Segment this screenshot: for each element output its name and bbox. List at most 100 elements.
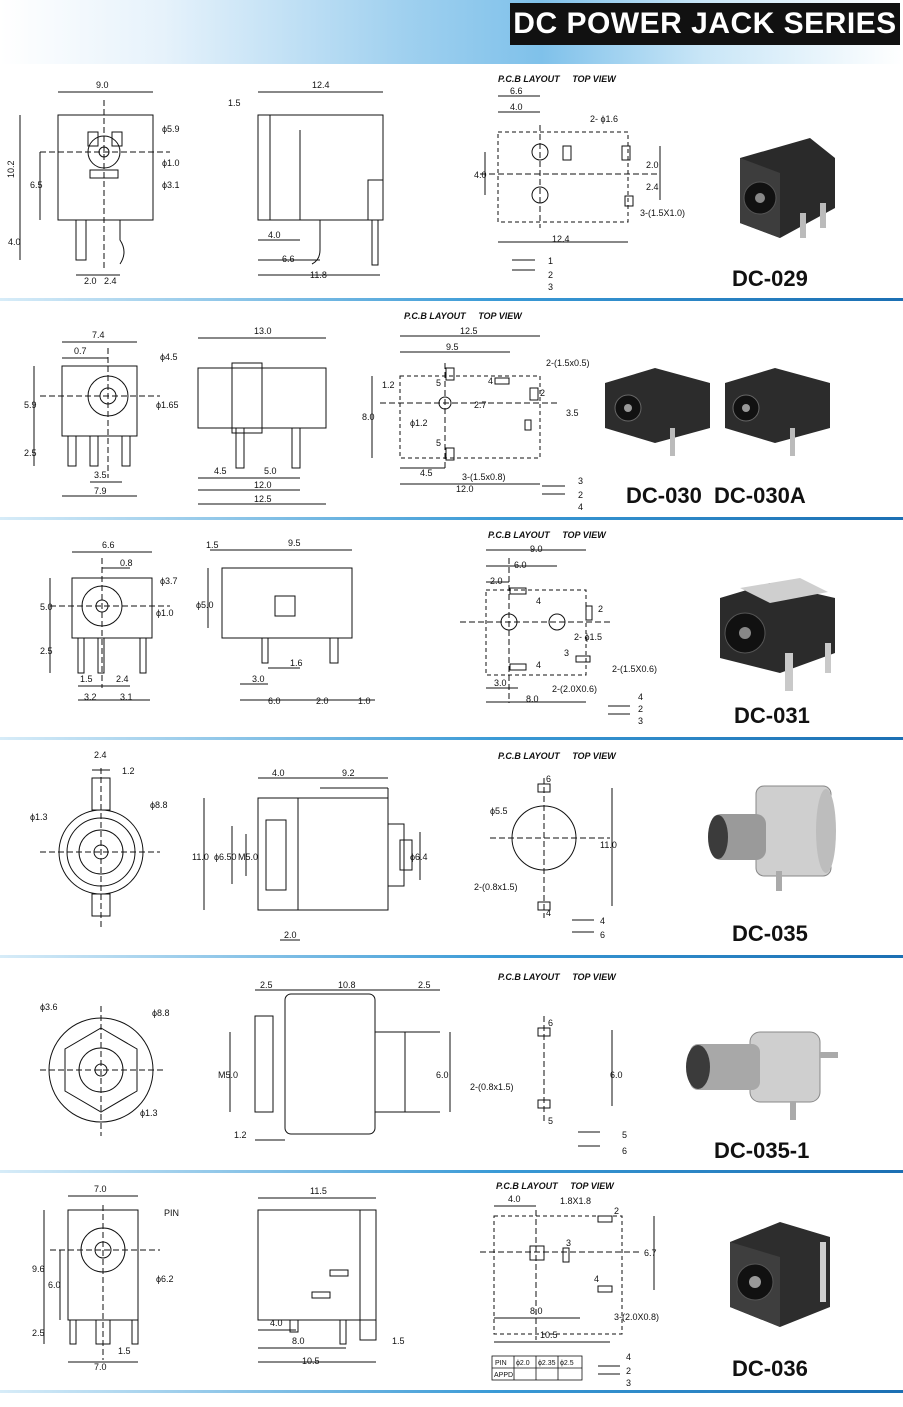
svg-text:3.5: 3.5 [566, 408, 579, 418]
svg-text:3.1: 3.1 [120, 692, 133, 702]
pcb-heading-5: P.C.B LAYOUT TOP VIEW [498, 972, 616, 982]
svg-text:4.0: 4.0 [272, 768, 285, 778]
svg-text:11.0: 11.0 [192, 852, 209, 862]
svg-text:ϕ1.65: ϕ1.65 [156, 400, 179, 410]
svg-text:8.0: 8.0 [530, 1306, 543, 1316]
model-label-dc-029: DC-029 [732, 266, 808, 291]
svg-text:6: 6 [600, 930, 605, 940]
svg-text:2- ϕ1.6: 2- ϕ1.6 [590, 114, 618, 124]
svg-text:3: 3 [566, 1238, 571, 1248]
svg-text:6.6: 6.6 [510, 86, 523, 96]
svg-text:0.8: 0.8 [120, 558, 133, 568]
svg-text:4.0: 4.0 [474, 170, 487, 180]
svg-text:2: 2 [578, 490, 583, 500]
svg-text:4: 4 [488, 376, 493, 386]
svg-text:ϕ1.0: ϕ1.0 [156, 608, 174, 618]
svg-text:8.0: 8.0 [292, 1336, 305, 1346]
svg-text:6.6: 6.6 [282, 254, 295, 264]
svg-text:9.5: 9.5 [288, 538, 301, 548]
svg-text:13.0: 13.0 [254, 326, 272, 336]
svg-text:1.8X1.8: 1.8X1.8 [560, 1196, 591, 1206]
svg-text:4.0: 4.0 [508, 1194, 521, 1204]
svg-text:5.0: 5.0 [40, 602, 53, 612]
svg-text:4: 4 [546, 908, 551, 918]
svg-text:PIN: PIN [164, 1208, 179, 1218]
svg-text:2-(2.0X0.6): 2-(2.0X0.6) [552, 684, 597, 694]
svg-text:6.0: 6.0 [48, 1280, 61, 1290]
pin-table-cell: APPD [494, 1372, 513, 1379]
svg-text:2- ϕ1.5: 2- ϕ1.5 [574, 632, 602, 642]
svg-text:2.5: 2.5 [24, 448, 37, 458]
svg-text:3-(1.5x0.8): 3-(1.5x0.8) [462, 472, 506, 482]
svg-text:5.9: 5.9 [24, 400, 37, 410]
section-divider-3 [0, 737, 903, 740]
svg-text:2.4: 2.4 [94, 750, 107, 760]
pin-table-cell: ϕ2.35 [538, 1360, 556, 1367]
svg-text:4: 4 [536, 660, 541, 670]
svg-text:1.5: 1.5 [80, 674, 93, 684]
section-divider-4 [0, 955, 903, 958]
pin-table-cell: ϕ2.5 [560, 1360, 574, 1367]
svg-text:4.0: 4.0 [270, 1318, 283, 1328]
product-photo-dc-029 [740, 138, 835, 238]
svg-text:1.2: 1.2 [234, 1130, 247, 1140]
svg-text:12.5: 12.5 [460, 326, 478, 336]
svg-text:10.5: 10.5 [540, 1330, 558, 1340]
svg-text:3-(2.0X0.8): 3-(2.0X0.8) [614, 1312, 659, 1322]
svg-text:6.0: 6.0 [514, 560, 527, 570]
svg-text:ϕ6.50: ϕ6.50 [214, 852, 237, 862]
svg-text:12.4: 12.4 [552, 234, 570, 244]
svg-text:9.6: 9.6 [32, 1264, 45, 1274]
svg-text:ϕ1.0: ϕ1.0 [162, 158, 180, 168]
svg-text:2: 2 [626, 1366, 631, 1376]
pcb-heading-1: P.C.B LAYOUT TOP VIEW [498, 74, 616, 84]
svg-text:12.0: 12.0 [456, 484, 474, 494]
model-label-dc-030: DC-030 DC-030A [626, 483, 806, 508]
pcb-heading-2: P.C.B LAYOUT TOP VIEW [404, 311, 522, 321]
svg-text:9.2: 9.2 [342, 768, 355, 778]
svg-text:4.0: 4.0 [510, 102, 523, 112]
svg-text:ϕ4.5: ϕ4.5 [160, 352, 178, 362]
svg-text:3: 3 [638, 716, 643, 726]
product-photo-dc-031 [720, 578, 835, 691]
svg-text:ϕ5.0: ϕ5.0 [196, 600, 214, 610]
svg-text:6.7: 6.7 [644, 1248, 657, 1258]
svg-text:2.4: 2.4 [646, 182, 659, 192]
svg-text:1.5: 1.5 [206, 540, 219, 550]
svg-text:ϕ1.3: ϕ1.3 [140, 1108, 158, 1118]
svg-text:10.5: 10.5 [302, 1356, 320, 1366]
svg-text:4.0: 4.0 [268, 230, 281, 240]
svg-text:2.5: 2.5 [40, 646, 53, 656]
svg-text:7.9: 7.9 [94, 486, 107, 496]
svg-text:7.4: 7.4 [92, 330, 105, 340]
svg-text:4: 4 [594, 1274, 599, 1284]
svg-text:2.7: 2.7 [474, 400, 487, 410]
pcb-heading-4: P.C.B LAYOUT TOP VIEW [498, 751, 616, 761]
svg-text:9.0: 9.0 [530, 544, 543, 554]
svg-text:10.8: 10.8 [338, 980, 356, 990]
svg-text:12.4: 12.4 [312, 80, 330, 90]
svg-text:2.5: 2.5 [418, 980, 431, 990]
svg-text:ϕ1.3: ϕ1.3 [30, 812, 48, 822]
svg-text:4.5: 4.5 [214, 466, 227, 476]
svg-text:ϕ1.2: ϕ1.2 [410, 418, 428, 428]
svg-text:1.5: 1.5 [392, 1336, 405, 1346]
svg-text:ϕ3.1: ϕ3.1 [162, 180, 180, 190]
svg-text:M5.0: M5.0 [238, 852, 258, 862]
svg-text:12.0: 12.0 [254, 480, 272, 490]
svg-text:12.5: 12.5 [254, 494, 272, 504]
svg-text:6: 6 [546, 774, 551, 784]
svg-text:5: 5 [622, 1130, 627, 1140]
svg-text:6: 6 [548, 1018, 553, 1028]
svg-text:6.0: 6.0 [268, 696, 281, 706]
svg-text:11.8: 11.8 [310, 270, 327, 280]
svg-text:6.6: 6.6 [102, 540, 115, 550]
svg-text:6.5: 6.5 [30, 180, 43, 190]
svg-text:1.6: 1.6 [290, 658, 303, 668]
pin-table-cell: ϕ2.0 [516, 1360, 530, 1367]
svg-text:2.0: 2.0 [316, 696, 329, 706]
page-title: DC POWER JACK SERIES [510, 3, 900, 45]
